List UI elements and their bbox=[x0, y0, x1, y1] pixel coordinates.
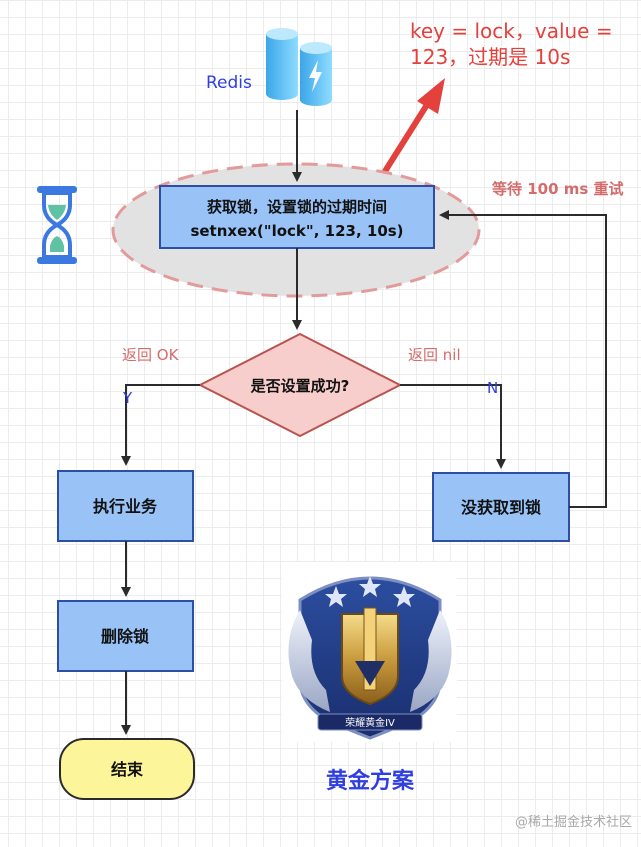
decision-label: 是否设置成功? bbox=[250, 377, 350, 395]
badge-rank-text: 荣耀黄金IV bbox=[345, 716, 395, 729]
acquire-step-line-1: 获取锁，设置锁的过期时间 bbox=[207, 198, 387, 216]
execute-business-step[interactable]: 执行业务 bbox=[57, 470, 194, 542]
redis-database-icon bbox=[266, 28, 332, 106]
acquire-step-line-2: setnxex("lock", 123, 10s) bbox=[190, 222, 403, 240]
no-lock-step[interactable]: 没获取到锁 bbox=[432, 472, 570, 542]
acquire-lock-step[interactable]: 获取锁，设置锁的过期时间 setnxex("lock", 123, 10s) bbox=[159, 185, 435, 249]
branch-no-label: N bbox=[487, 379, 498, 397]
watermark: @稀土掘金技术社区 bbox=[515, 814, 632, 830]
delete-lock-label: 删除锁 bbox=[101, 627, 149, 646]
end-terminator[interactable]: 结束 bbox=[59, 738, 195, 800]
no-lock-label: 没获取到锁 bbox=[461, 498, 541, 517]
arrow-retry-loop bbox=[439, 210, 607, 508]
annotation-line-1: key = lock，value = bbox=[410, 19, 613, 43]
decision-set-success[interactable]: 是否设置成功? bbox=[197, 332, 403, 438]
return-ok-label: 返回 OK bbox=[122, 346, 180, 364]
annotation-arrow bbox=[379, 78, 445, 179]
right-wing-icon bbox=[410, 610, 452, 712]
left-wing-icon bbox=[288, 610, 330, 712]
hourglass-icon bbox=[37, 186, 77, 264]
badge-caption: 黄金方案 bbox=[326, 768, 415, 794]
annotation-line-2: 123，过期是 10s bbox=[410, 45, 570, 69]
return-nil-label: 返回 nil bbox=[408, 346, 461, 364]
retry-label: 等待 100 ms 重试 bbox=[492, 180, 624, 198]
branch-yes-label: Y bbox=[122, 389, 133, 407]
execute-business-label: 执行业务 bbox=[93, 497, 158, 516]
redis-label: Redis bbox=[206, 73, 252, 93]
star-icons bbox=[325, 576, 415, 607]
arrow-no-branch bbox=[400, 384, 506, 469]
end-label: 结束 bbox=[110, 760, 144, 779]
lightning-icon bbox=[309, 60, 322, 92]
gold-rank-badge-image: 荣耀黄金IV bbox=[282, 562, 457, 742]
delete-lock-step[interactable]: 删除锁 bbox=[57, 600, 194, 672]
arrow-yes-branch bbox=[121, 384, 200, 466]
